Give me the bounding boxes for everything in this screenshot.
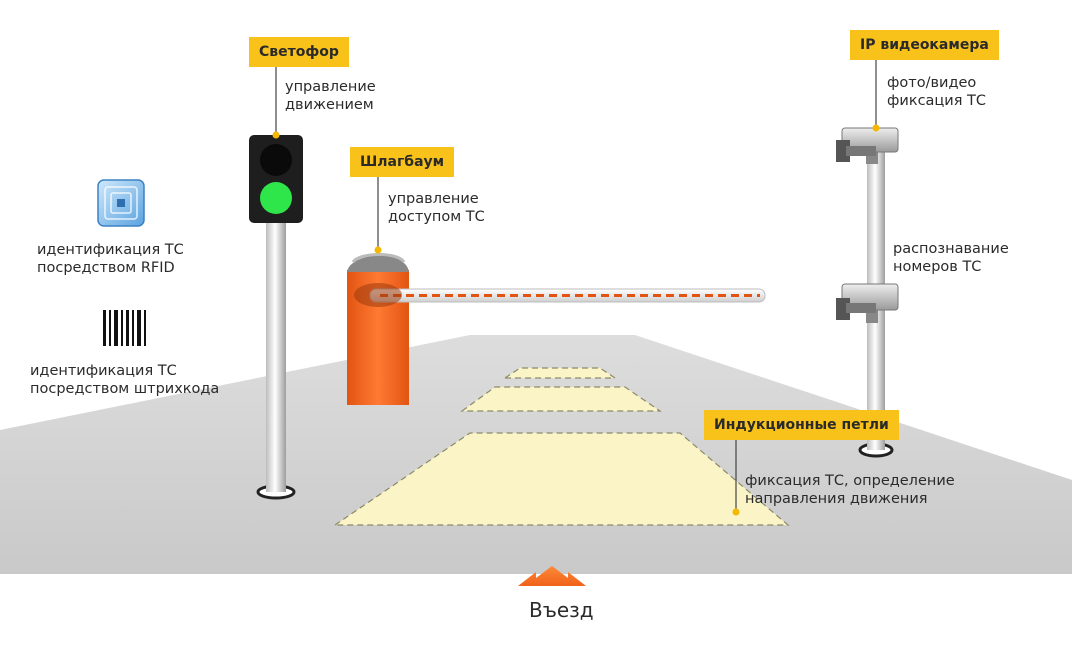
leader-dots — [272, 124, 880, 516]
barrier-hinge — [354, 283, 402, 307]
rfid-desc-line-1: идентификация ТС — [37, 242, 184, 258]
barrier-tag: Шлагбаум — [350, 147, 455, 177]
induction-loop-near — [333, 432, 790, 526]
traffic-light-tag: Светофор — [249, 37, 349, 67]
traffic-light-desc: управление движением — [285, 78, 376, 114]
recognition-desc-line-1: распознавание — [893, 241, 1009, 257]
induction-loops-desc: фиксация ТС, определение направления дви… — [745, 472, 955, 508]
induction-loops — [333, 367, 790, 526]
up-arrow-icon — [518, 566, 586, 586]
upper-camera-icon — [836, 127, 899, 164]
lower-camera-icon — [836, 283, 899, 323]
camera-desc-line-1: фото/видео — [887, 75, 977, 91]
rfid-desc-line-2: посредством RFID — [37, 260, 175, 276]
induction-loop-far — [503, 367, 617, 379]
camera-desc-line-2: фиксация ТС — [887, 93, 987, 109]
induction-loops-desc-line-1: фиксация ТС, определение — [745, 473, 955, 489]
barrier — [347, 253, 766, 405]
recognition-desc: распознавание номеров ТС — [893, 240, 1009, 276]
barcode-icon — [103, 310, 146, 346]
entry-label: Въезд — [529, 598, 594, 622]
barcode-desc-line-2: посредством штрихкода — [30, 381, 220, 397]
traffic-light-red-lamp — [260, 144, 292, 176]
traffic-light-desc-line-1: управление — [285, 79, 376, 95]
barrier-cap — [347, 255, 409, 272]
traffic-light-pole — [266, 220, 286, 492]
leader-lines — [275, 60, 877, 512]
camera-tag: IP видеокамера — [850, 30, 999, 60]
induction-loops-desc-line-2: направления движения — [745, 491, 928, 507]
traffic-light-desc-line-2: движением — [285, 97, 374, 113]
traffic-light — [249, 135, 303, 500]
barrier-desc-line-2: доступом ТС — [388, 209, 485, 225]
rfid-desc: идентификация ТС посредством RFID — [37, 241, 184, 277]
induction-loops-tag: Индукционные петли — [704, 410, 899, 440]
induction-loop-middle — [460, 386, 662, 412]
barcode-desc: идентификация ТС посредством штрихкода — [30, 362, 219, 398]
barrier-desc-line-1: управление — [388, 191, 479, 207]
recognition-desc-line-2: номеров ТС — [893, 259, 982, 275]
camera-desc: фото/видео фиксация ТС — [887, 74, 986, 110]
barcode-desc-line-1: идентификация ТС — [30, 363, 177, 379]
barrier-desc: управление доступом ТС — [388, 190, 485, 226]
traffic-light-green-lamp — [260, 182, 292, 214]
rfid-chip-icon — [97, 179, 145, 227]
